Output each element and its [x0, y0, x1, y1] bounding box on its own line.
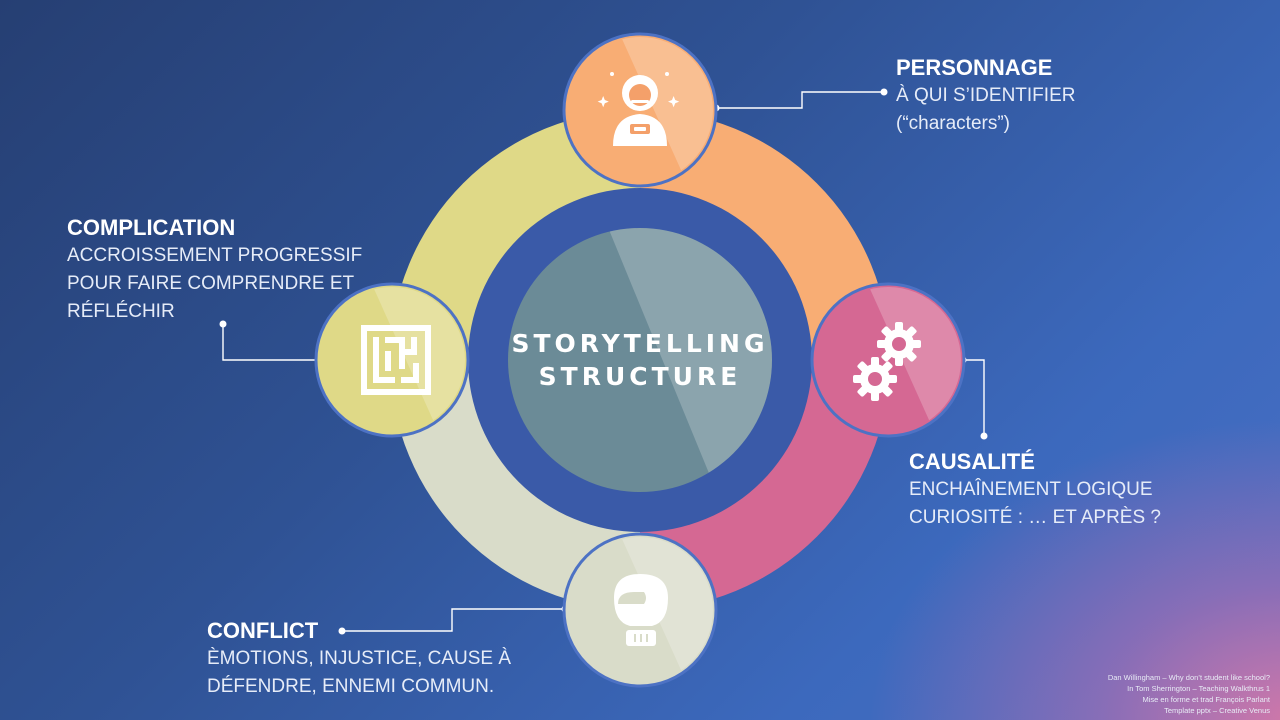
- label-personnage: PERSONNAGE À QUI S’IDENTIFIER (“characte…: [896, 54, 1075, 138]
- label-conflict: CONFLICT ÈMOTIONS, INJUSTICE, CAUSE À DÉ…: [207, 617, 511, 701]
- complication-line2: POUR FAIRE COMPRENDRE ET: [67, 273, 355, 294]
- astronaut-icon: [597, 72, 680, 146]
- personnage-line1: À QUI S’IDENTIFIER: [896, 85, 1076, 106]
- label-causalite: CAUSALITÉ ENCHAÎNEMENT LOGIQUE CURIOSITÉ…: [909, 448, 1161, 532]
- conflict-line1: ÈMOTIONS, INJUSTICE, CAUSE À: [207, 648, 512, 669]
- credit-line: Mise en forme et trad François Parlant: [1142, 695, 1270, 704]
- ring-segment-conflict: [390, 360, 640, 610]
- center-title-line2: STRUCTURE: [539, 362, 742, 391]
- connector-dot: [880, 88, 888, 96]
- complication-title: COMPLICATION: [67, 215, 236, 240]
- node-causalite: [810, 282, 966, 438]
- label-complication: COMPLICATION ACCROISSEMENT PROGRESSIF PO…: [67, 214, 362, 326]
- conflict-title: CONFLICT: [207, 618, 319, 643]
- personnage-line2: (“characters”): [896, 113, 1011, 134]
- ring-segment-causalite: [640, 360, 890, 610]
- credit-line: Dan Willingham – Why don’t student like …: [1107, 673, 1270, 682]
- maze-icon: [361, 325, 431, 395]
- credit-line: In Tom Sherrington – Teaching Walkthrus …: [1127, 684, 1270, 693]
- connector-dot: [980, 432, 988, 440]
- connector-personnage: [716, 91, 884, 109]
- conflict-line2: DÉFENDRE, ENNEMI COMMUN.: [207, 676, 495, 697]
- causalite-title: CAUSALITÉ: [909, 449, 1035, 474]
- node-complication: [314, 282, 470, 438]
- personnage-title: PERSONNAGE: [896, 55, 1053, 80]
- center-title-line1: STORYTELLING: [511, 329, 768, 358]
- node-personnage: [562, 32, 718, 188]
- credit-line: Template pptx – Creative Venus: [1164, 706, 1270, 715]
- connector-conflict: [342, 608, 565, 632]
- ring-segment-complication: [390, 110, 640, 360]
- boxing-glove-icon: [614, 574, 668, 646]
- complication-line3: RÉFLÉCHIR: [67, 301, 175, 322]
- causalite-line2: CURIOSITÉ : … ET APRÈS ?: [909, 507, 1161, 528]
- connector-dot: [219, 320, 227, 328]
- gears-icon: [853, 322, 921, 401]
- connector-dot: [338, 627, 346, 635]
- credits: Dan Willingham – Why don’t student like …: [1108, 672, 1270, 716]
- ring-segment-personnage: [640, 110, 890, 360]
- center-circle: [508, 228, 772, 492]
- complication-line1: ACCROISSEMENT PROGRESSIF: [67, 245, 363, 266]
- connector-complication: [222, 324, 318, 361]
- connector-causalite: [963, 359, 985, 436]
- causalite-line1: ENCHAÎNEMENT LOGIQUE: [909, 479, 1153, 500]
- node-conflict: [562, 532, 718, 688]
